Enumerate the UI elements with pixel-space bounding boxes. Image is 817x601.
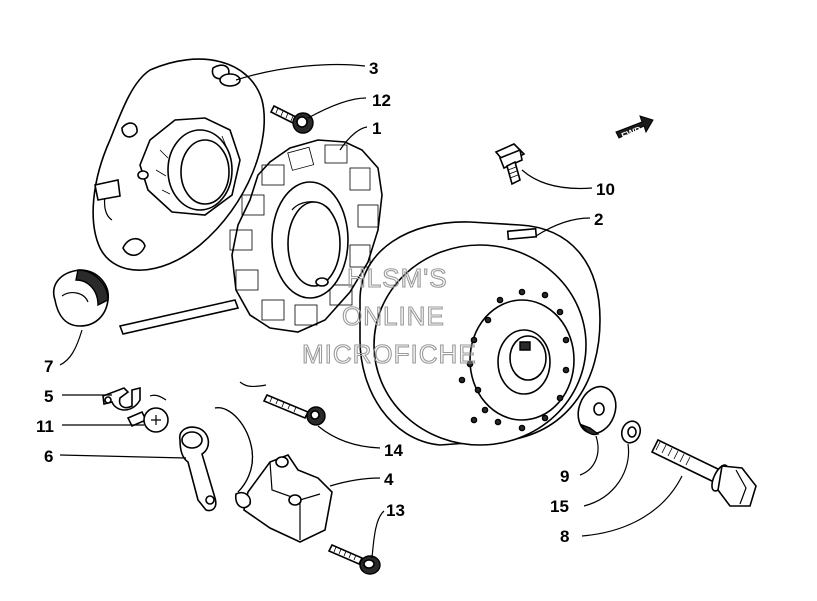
part-10-bolt[interactable] bbox=[494, 143, 526, 186]
callout-14[interactable]: 14 bbox=[384, 441, 403, 460]
watermark-line3: MICROFICHE bbox=[302, 339, 477, 369]
callout-1[interactable]: 1 bbox=[372, 119, 381, 138]
callout-4[interactable]: 4 bbox=[384, 470, 394, 489]
callout-6[interactable]: 6 bbox=[44, 447, 53, 466]
callout-15[interactable]: 15 bbox=[550, 497, 569, 516]
part-11-screw[interactable] bbox=[126, 407, 169, 433]
part-15-lock-washer[interactable] bbox=[619, 419, 643, 446]
part-8-flange-bolt[interactable] bbox=[650, 438, 757, 507]
part-5-clamp[interactable] bbox=[102, 386, 141, 411]
callout-5[interactable]: 5 bbox=[44, 387, 53, 406]
callout-9[interactable]: 9 bbox=[560, 467, 569, 486]
callout-13[interactable]: 13 bbox=[386, 501, 405, 520]
part-13-screw[interactable] bbox=[327, 543, 381, 575]
callout-12[interactable]: 12 bbox=[372, 91, 391, 110]
callout-3[interactable]: 3 bbox=[369, 59, 378, 78]
watermark-line1: HLSM'S bbox=[347, 263, 448, 293]
fwd-label: FWD bbox=[620, 124, 643, 141]
watermark-line2: ONLINE bbox=[342, 301, 445, 331]
callout-10[interactable]: 10 bbox=[596, 180, 615, 199]
part-7-grommet[interactable] bbox=[53, 269, 109, 327]
part-3-stator-plate[interactable] bbox=[92, 58, 266, 271]
part-12-bolt[interactable] bbox=[269, 104, 314, 134]
callout-labels: 3 12 1 10 2 7 5 11 14 6 9 4 15 13 8 bbox=[36, 59, 615, 546]
callout-2[interactable]: 2 bbox=[594, 210, 603, 229]
part-6-bracket[interactable] bbox=[178, 426, 217, 512]
part-4-pulser-coil[interactable] bbox=[214, 407, 333, 543]
callout-8[interactable]: 8 bbox=[560, 527, 569, 546]
callout-7[interactable]: 7 bbox=[44, 357, 53, 376]
leader-lines bbox=[59, 63, 683, 559]
part-1-stator-coil[interactable] bbox=[229, 139, 383, 333]
fwd-arrow: FWD bbox=[615, 115, 654, 141]
part-9-washer[interactable] bbox=[572, 381, 622, 438]
callout-11[interactable]: 11 bbox=[36, 417, 54, 436]
stator-wire-harness bbox=[118, 299, 240, 335]
part-2-flywheel[interactable] bbox=[359, 221, 601, 446]
part-14-screw[interactable] bbox=[262, 393, 326, 426]
watermark: HLSM'S ONLINE MICROFICHE bbox=[301, 262, 477, 369]
